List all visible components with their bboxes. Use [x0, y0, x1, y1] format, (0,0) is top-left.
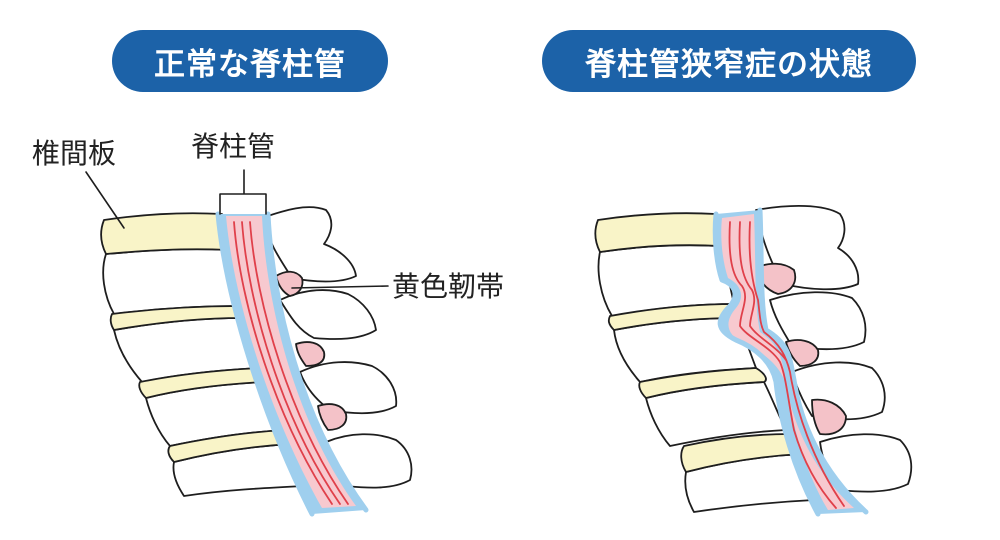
- stenosis-spine-title: 脊柱管狭窄症の状態: [542, 30, 916, 92]
- ligamentum-flavum: [295, 341, 326, 367]
- leader-lines: [85, 169, 389, 289]
- nerve-fiber: [738, 221, 787, 361]
- spinous-process: [279, 289, 377, 340]
- spinal-canal-label: 脊柱管: [191, 130, 276, 163]
- vertebral-body: [102, 248, 241, 315]
- normal-spine-illustration: [100, 206, 413, 497]
- stenosis-spinal-canal: [712, 207, 869, 517]
- intervertebral-disc: [138, 367, 265, 399]
- intervertebral-disc: [167, 429, 293, 463]
- nerve-fiber: [241, 221, 341, 505]
- spinous-process: [769, 291, 867, 351]
- intervertebral-disc: [594, 212, 721, 253]
- nerve-fiber: [249, 221, 349, 505]
- ligamentum-flavum: [317, 403, 348, 431]
- nerve-fiber: [728, 221, 837, 509]
- intervertebral-disc: [638, 367, 767, 399]
- normal-spine-title: 正常な脊柱管: [112, 30, 388, 92]
- ligamentum-flavum-label: 黄色靭帯: [392, 270, 505, 303]
- stenosis-spine-illustration: [594, 205, 913, 513]
- nerve-fiber: [233, 221, 333, 505]
- ligamentum-flavum-thickened: [811, 398, 847, 436]
- ligamentum-flavum: [275, 270, 304, 297]
- intervertebral-disc: [100, 212, 227, 255]
- intervertebral-disc-label: 椎間板: [32, 137, 117, 170]
- spinous-process: [299, 361, 398, 415]
- normal-spinal-canal: [215, 211, 369, 517]
- nerve-fiber: [748, 221, 845, 507]
- ligamentum-flavum-thickened: [785, 339, 820, 367]
- spinous-process: [261, 206, 357, 283]
- intervertebral-disc: [109, 305, 243, 331]
